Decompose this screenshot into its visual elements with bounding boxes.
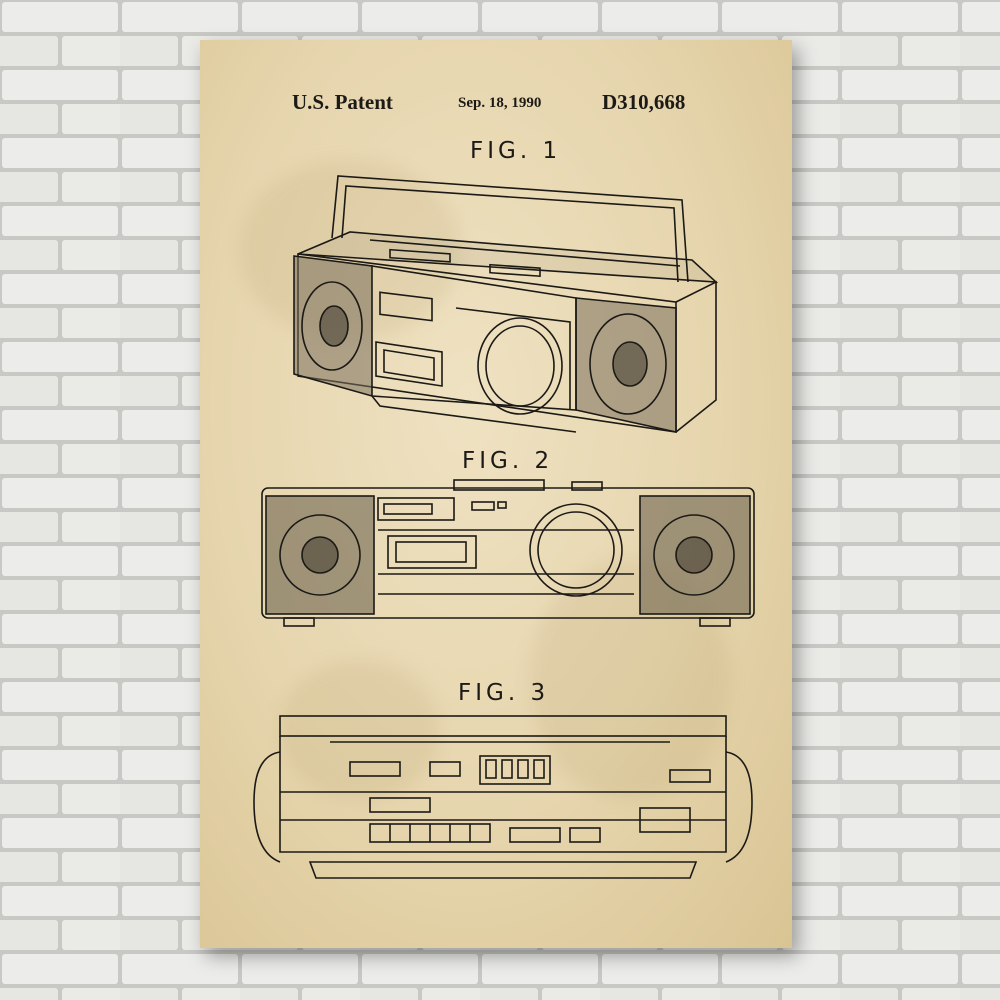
boombox-top-drawing (250, 712, 756, 884)
fig-3-label: FIG. 3 (458, 680, 550, 706)
boombox-front-drawing (254, 478, 760, 640)
patent-number: D310,668 (602, 90, 686, 114)
fig-2-label: FIG. 2 (462, 448, 554, 474)
boombox-perspective-drawing (280, 170, 730, 440)
patent-date: Sep. 18, 1990 (458, 95, 542, 111)
patent-poster: U.S. Patent Sep. 18, 1990 D310,668 FIG. … (200, 40, 792, 948)
fig-1-label: FIG. 1 (470, 138, 562, 164)
patent-label: U.S. Patent (292, 90, 393, 114)
